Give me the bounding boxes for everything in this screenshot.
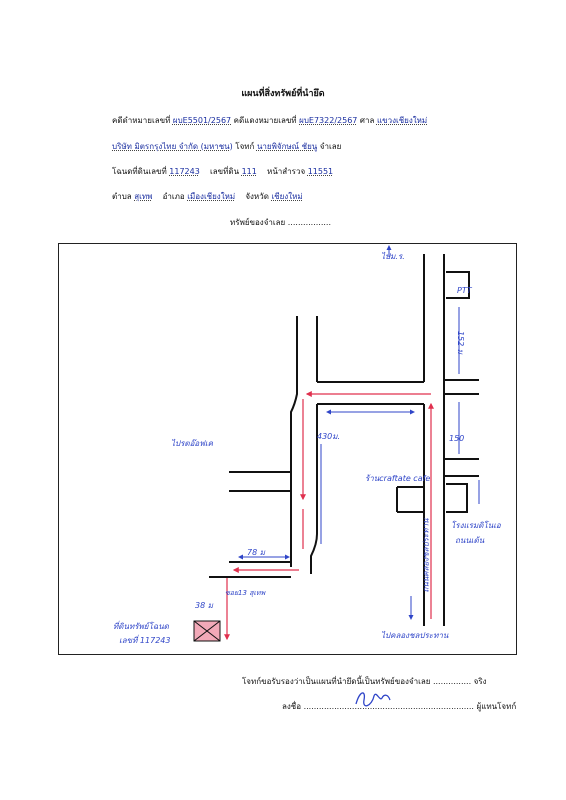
property-cross: [193, 620, 221, 642]
land-number: 111: [241, 167, 257, 176]
plaintiff-name: บริษัท มิตรกรุงไทย จำกัด (มหาชน): [112, 142, 233, 151]
signature-role: ผู้แทนโจทก์: [476, 702, 517, 711]
label-hotel-line2: ถนนเต้น: [455, 536, 485, 545]
map-drawing: [193, 245, 480, 642]
deed-number: 117243: [169, 167, 200, 176]
hotel-box: [446, 483, 468, 513]
province-label: จังหวัด: [245, 192, 269, 201]
deed-line: โฉนดที่ดินเลขที่ 117243 เลขที่ดิน 111 หน…: [112, 165, 333, 178]
label-property-line2: เลขที่ 117243: [119, 636, 171, 645]
defendant-label: จำเลย: [319, 142, 342, 151]
handwritten-signature: [355, 692, 391, 707]
owner-line: ทรัพย์ของจำเลย .................: [230, 218, 331, 227]
label-cafe: ร้านcraftate cafe: [365, 474, 431, 483]
location-line: ตำบล สุเทพ อำเภอ เมืองเชียงใหม่ จังหวัด …: [112, 190, 303, 203]
label-dist-78: 78 ม: [247, 548, 265, 557]
subdistrict-label: ตำบล: [112, 192, 132, 201]
court-name: แขวงเชียงใหม่: [376, 116, 428, 125]
province: เชียงใหม่: [271, 192, 303, 201]
case-line: คดีดำหมายเลขที่ ผบE5501/2567 คดีแดงหมายเ…: [112, 114, 427, 127]
label-side-note: ซอย13 สุเทพ: [225, 589, 266, 597]
owner-label: ทรัพย์ของจำเลย: [230, 218, 286, 227]
label-dist-430: 430ม.: [317, 432, 341, 441]
district: เมืองเชียงใหม่: [187, 192, 236, 201]
survey-label: หน้าสำรวจ: [267, 167, 306, 176]
district-label: อำเภอ: [162, 192, 185, 201]
deed-label: โฉนดที่ดินเลขที่: [112, 167, 167, 176]
dimension-lines: [238, 245, 480, 620]
label-ptt: PTT: [457, 286, 472, 295]
plaintiff-label: โจทก์: [235, 142, 255, 151]
defendant-name: นายพิจักษณ์ ชัยนู: [256, 142, 318, 151]
signature-line: ลงชื่อ .................................…: [282, 702, 517, 711]
label-to-bottom: ไปคลองชลประทาน: [381, 631, 449, 640]
label-road-name: ถนนคลองชลประทาน: [421, 518, 431, 593]
label-to-top: ไปม.ร.: [381, 252, 405, 261]
label-dist-150: 150: [449, 434, 465, 443]
cafe-driveway: [396, 486, 424, 513]
side-road-left-edge: [290, 316, 298, 567]
black-case-label: คดีดำหมายเลขที่: [112, 116, 171, 125]
property-map: ไปม.ร. PTT 152 ม 430ม. 150 ไปรตอ๊อฟเค ร้…: [58, 243, 517, 655]
red-case-label: คดีแดงหมายเลขที่: [233, 116, 297, 125]
certification-suffix: จริง: [473, 677, 487, 686]
label-hotel-line1: โรงแรมดิโนเอ: [451, 521, 501, 530]
label-printshop: ไปรตอ๊อฟเค: [171, 439, 213, 448]
black-case-number: ผบE5501/2567: [172, 116, 232, 125]
side-road-right-edge: [310, 404, 318, 574]
red-case-number: ผบE7322/2567: [299, 116, 358, 125]
parties-line: บริษัท มิตรกรุงไทย จำกัด (มหาชน) โจทก์ น…: [112, 140, 341, 153]
label-dist-152: 152 ม: [456, 330, 466, 355]
document-title: แผนที่สิ่งทรัพย์ที่นำยึด: [241, 89, 325, 99]
certification-text: โจทก์ขอรับรองว่าเป็นแผนที่นำยึดนี้เป็นทร…: [242, 677, 431, 686]
roads: [209, 254, 479, 626]
ptt-box: [446, 271, 470, 299]
certification-line: โจทก์ขอรับรองว่าเป็นแผนที่นำยึดนี้เป็นทร…: [242, 677, 487, 686]
route-path: [224, 391, 434, 641]
subdistrict: สุเทพ: [134, 192, 153, 201]
label-property-line1: ที่ดินทรัพย์โฉนด: [113, 622, 169, 631]
label-dist-38: 38 ม: [195, 601, 213, 610]
land-number-label: เลขที่ดิน: [210, 167, 240, 176]
signature-label: ลงชื่อ: [282, 702, 302, 711]
court-label: ศาล: [359, 116, 375, 125]
survey-number: 11551: [307, 167, 334, 176]
